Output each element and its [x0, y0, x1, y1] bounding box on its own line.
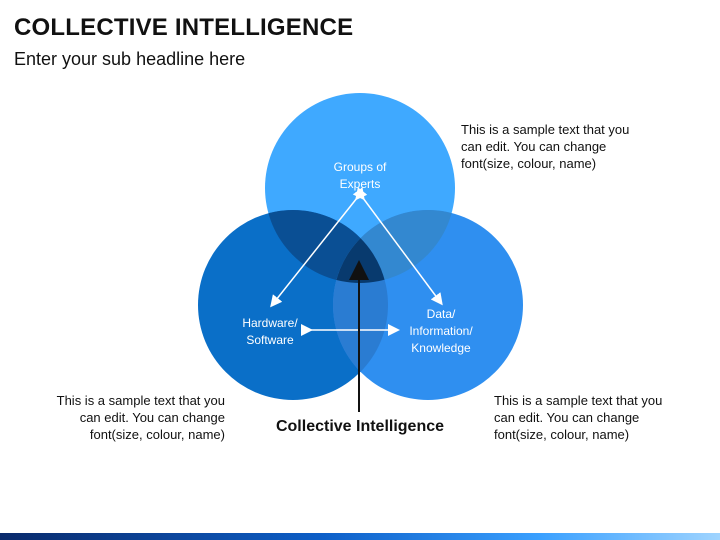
note-line: can edit. You can change	[494, 410, 640, 425]
label-data-line1: Data/	[427, 307, 456, 321]
label-experts-line1: Groups of	[334, 160, 387, 174]
note-line: font(size, colour, name)	[89, 427, 225, 442]
note-line: This is a sample text that you	[494, 393, 663, 408]
label-experts-line2: Experts	[340, 177, 381, 191]
center-label: Collective Intelligence	[275, 418, 445, 435]
label-data-line3: Knowledge	[411, 341, 471, 355]
note-line: font(size, colour, name)	[494, 427, 630, 442]
bottom-accent-bar	[0, 533, 720, 540]
label-hardware-line1: Hardware/	[242, 316, 298, 330]
arrow-experts-data	[352, 187, 443, 306]
note-bottom-left: This is a sample text that you can edit.…	[40, 392, 225, 443]
note-line: This is a sample text that you	[461, 122, 630, 137]
arrow-experts-hardware	[270, 187, 368, 308]
note-bottom-right: This is a sample text that you can edit.…	[494, 392, 662, 443]
label-hardware-line2: Software	[246, 333, 294, 347]
page-title: COLLECTIVE INTELLIGENCE	[14, 14, 354, 41]
note-line: font(size, colour, name)	[461, 156, 597, 171]
page-subtitle: Enter your sub headline here	[14, 49, 246, 69]
note-top-right: This is a sample text that you can edit.…	[461, 121, 629, 172]
note-line: can edit. You can change	[461, 139, 607, 154]
note-line: This is a sample text that you	[56, 393, 225, 408]
label-data-line2: Information/	[409, 324, 473, 338]
note-line: can edit. You can change	[79, 410, 225, 425]
